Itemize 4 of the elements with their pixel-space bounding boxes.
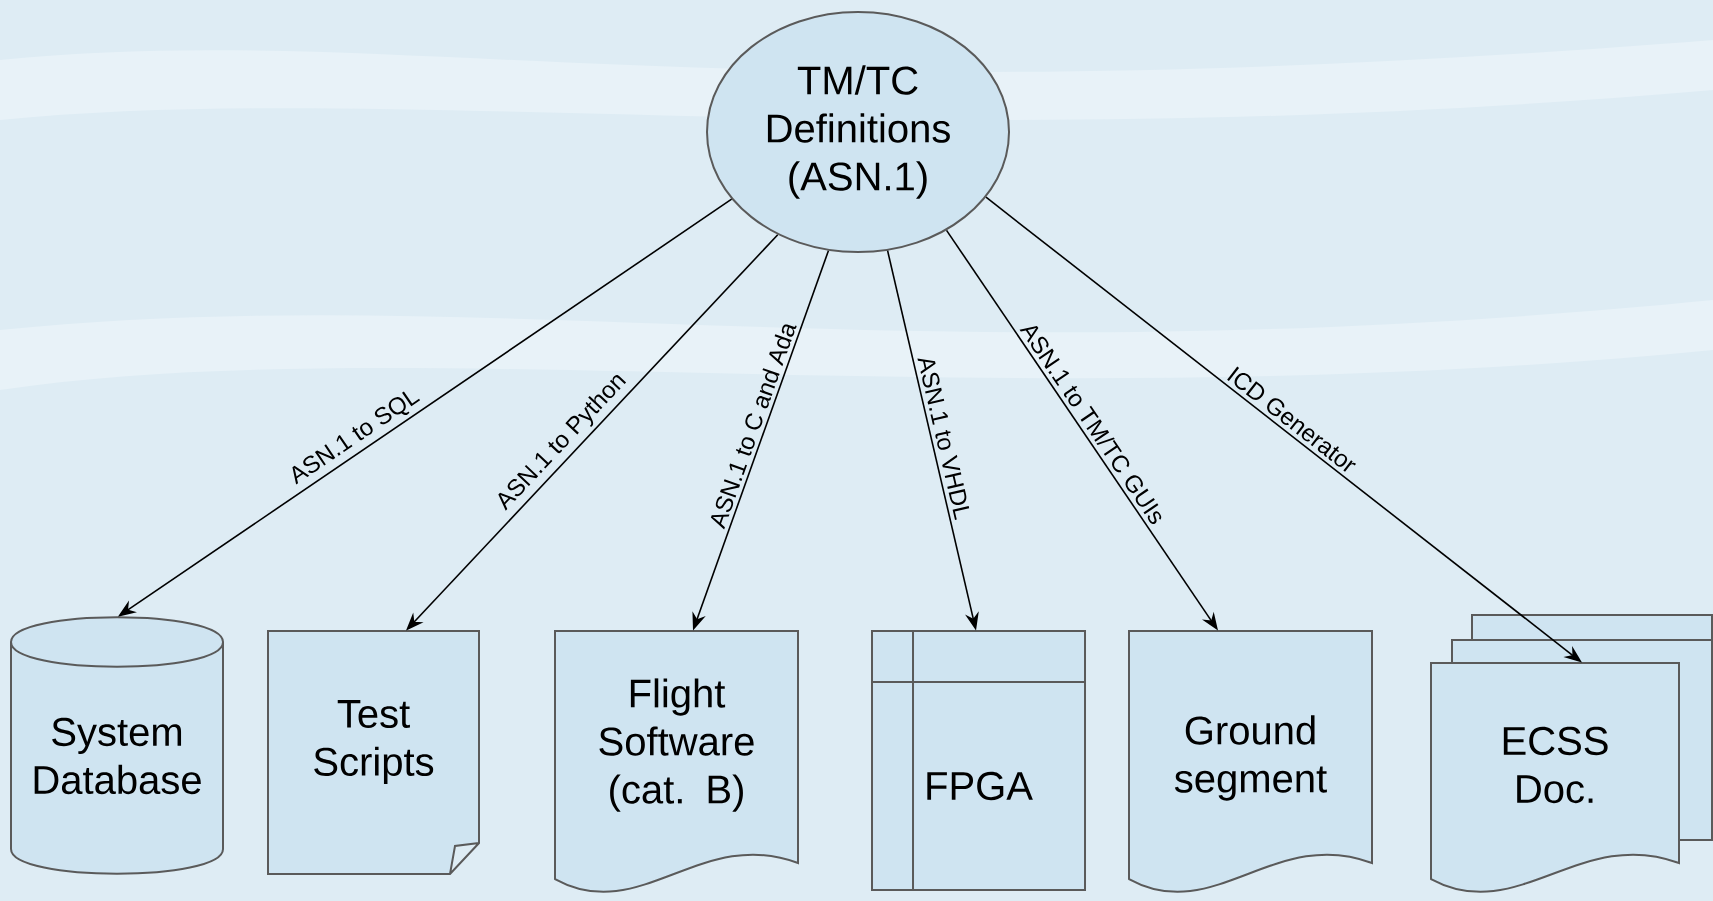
arrow xyxy=(985,196,1582,663)
edge-label: ASN.1 to VHDL xyxy=(917,358,970,520)
edge-label: ASN.1 to C and Ada xyxy=(710,324,797,530)
database-cylinder: System Database xyxy=(10,616,224,875)
